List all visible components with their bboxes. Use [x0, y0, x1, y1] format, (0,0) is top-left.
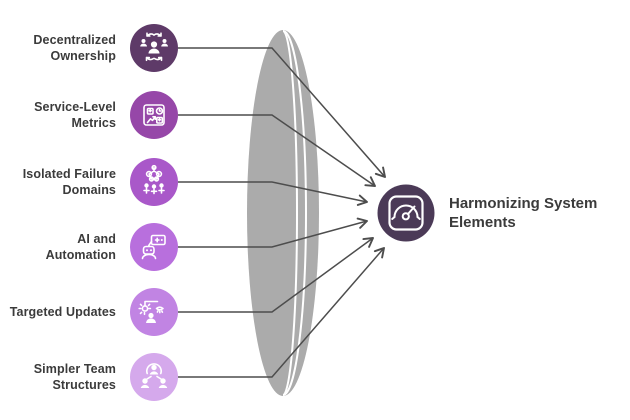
robot-console-icon	[130, 223, 178, 271]
people-network-arrows-icon	[130, 24, 178, 72]
connector-ai-and-automation	[178, 217, 368, 248]
metrics-dashboard-icon	[130, 91, 178, 139]
gauge-icon	[377, 184, 435, 242]
connector-targeted-updates	[178, 237, 374, 313]
connector-decentralized-ownership	[178, 47, 386, 178]
source-label: Targeted Updates	[9, 304, 116, 319]
team-triangle-icon	[130, 353, 178, 401]
connector-arrows	[178, 47, 386, 378]
source-item-targeted-updates: Targeted Updates	[0, 288, 178, 336]
funnel-lens	[247, 30, 319, 396]
person-spotlight-icon	[130, 288, 178, 336]
connector-service-level-metrics	[178, 114, 376, 187]
connector-isolated-failure-domains	[178, 181, 368, 206]
node-cluster-team-icon	[130, 158, 178, 206]
connector-simpler-team-structures	[178, 247, 385, 378]
